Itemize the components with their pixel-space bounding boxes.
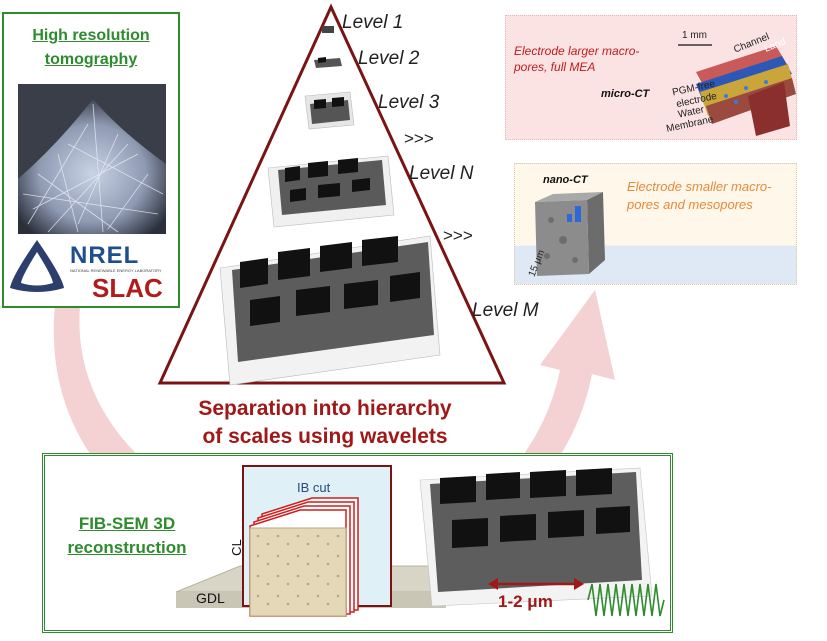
micro-ct-render: [678, 44, 796, 136]
micro-ct-method: micro-CT: [601, 88, 650, 100]
micro-ct-text-line1: Electrode larger macro-: [514, 44, 640, 58]
nrel-label: NREL: [70, 242, 140, 269]
skip-marker-2: >>>: [443, 226, 473, 245]
levelM-block: [219, 235, 441, 386]
level-3-label: Level 3: [378, 92, 440, 113]
triangle-logo-icon: [10, 240, 64, 292]
fib-sem-title: FIB-SEM 3D reconstruction: [47, 512, 207, 560]
micro-ct-text-line2: pores, full MEA: [514, 60, 596, 74]
level-1-label: Level 1: [342, 12, 404, 33]
caption-line2: of scales using wavelets: [202, 425, 448, 448]
micro-ct-panel: Electrode larger macro- pores, full MEA …: [505, 15, 797, 140]
levelN-block: [267, 155, 395, 228]
nano-ct-text-line2: pores and mesopores: [627, 197, 753, 212]
micro-ct-scale: 1 mm: [682, 30, 707, 41]
nrel-logo: NREL NATIONAL RENEWABLE ENERGY LABORATOR…: [70, 244, 180, 274]
cl-label: CL: [228, 539, 244, 556]
fib-sem-scale: 1-2 μm: [498, 592, 553, 611]
level-N-label: Level N: [409, 163, 474, 184]
level-M-label: Level M: [472, 300, 539, 321]
nano-ct-text-line1: Electrode smaller macro-: [627, 179, 772, 194]
nano-ct-text: Electrode smaller macro- pores and mesop…: [627, 178, 772, 214]
level2-block: [314, 57, 342, 68]
nano-ct-cube: [535, 192, 605, 276]
nano-ct-method: nano-CT: [543, 174, 588, 186]
micro-ct-text: Electrode larger macro- pores, full MEA: [514, 43, 639, 75]
skip-marker-1: >>>: [404, 129, 434, 148]
wavelet-signal: [587, 583, 665, 617]
pyramid-caption: Separation into hierarchy of scales usin…: [150, 395, 500, 451]
caption-line1: Separation into hierarchy: [198, 397, 452, 420]
slac-logo: SLAC: [92, 273, 163, 303]
level3-block: [304, 91, 355, 130]
fib-sem-reconstruction: [419, 467, 653, 607]
tomography-image: [18, 84, 166, 234]
fib-sem-title-line2: reconstruction: [67, 538, 187, 557]
nano-ct-panel: nano-CT Electrode smaller macro- pores a…: [514, 163, 797, 285]
tomography-panel: High resolution tomography NREL NATIONAL…: [2, 12, 180, 308]
tomography-title: High resolution tomography: [4, 24, 178, 72]
level-2-label: Level 2: [358, 48, 420, 69]
fib-sem-title-line1: FIB-SEM 3D: [78, 514, 176, 533]
tomography-title-line2: tomography: [44, 51, 138, 68]
gdl-label: GDL: [196, 590, 225, 606]
nrel-sub: NATIONAL RENEWABLE ENERGY LABORATORY: [70, 268, 162, 273]
tomography-title-line1: High resolution: [32, 27, 150, 44]
ib-cut-label: IB cut: [297, 480, 331, 495]
